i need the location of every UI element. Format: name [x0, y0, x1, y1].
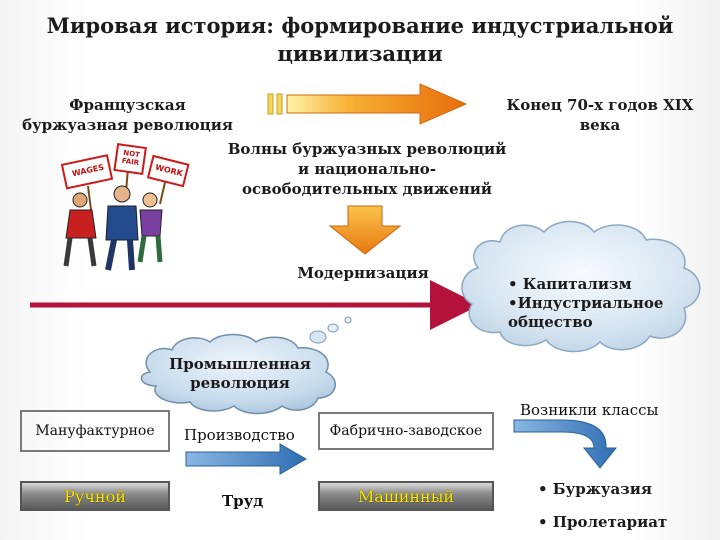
proletariat-item: • Пролетариат: [538, 513, 668, 531]
down-orange-arrow: [328, 205, 402, 255]
classes-heading: Возникли классы: [520, 401, 659, 419]
protesters-clipart: [60, 143, 190, 271]
capitalism-item: • Капитализм: [508, 275, 632, 293]
industrial-revolution-label: Промышленная революция: [169, 355, 311, 392]
manufacture-label: Мануфактурное: [35, 423, 155, 439]
industrial-society-item: •Индустриальное общество: [508, 294, 664, 331]
capitalism-list: • Капитализм •Индустриальное общество: [508, 275, 693, 332]
classes-blue-arrow: [513, 419, 618, 469]
waves-label: Волны буржуазных революций и национально…: [227, 140, 507, 198]
manual-labor-box: Ручной: [20, 481, 170, 511]
modernization-label: Модернизация: [297, 264, 429, 282]
left-label: Французская буржуазная революция: [22, 96, 233, 134]
top-orange-arrow: [267, 83, 468, 125]
manufacture-box: Мануфактурное: [20, 410, 170, 452]
bourgeoisie-item: • Буржуазия: [538, 480, 652, 498]
production-label: Производство: [184, 426, 295, 444]
thought-bubbles: [309, 316, 352, 344]
labor-label: Труд: [222, 492, 264, 510]
machine-labor-box: Машинный: [318, 481, 494, 511]
capitalism-cloud: [461, 220, 701, 353]
right-label: Конец 70-х годов XIX века: [506, 96, 694, 134]
factory-label: Фабрично-заводское: [329, 423, 483, 439]
manual-labor-label: Ручной: [64, 486, 126, 506]
industrial-revolution-cloud: [140, 333, 336, 415]
factory-box: Фабрично-заводское: [318, 412, 494, 450]
page-title: Мировая история: формирование индустриал…: [46, 13, 674, 66]
machine-labor-label: Машинный: [357, 486, 455, 506]
production-blue-arrow: [185, 443, 308, 475]
